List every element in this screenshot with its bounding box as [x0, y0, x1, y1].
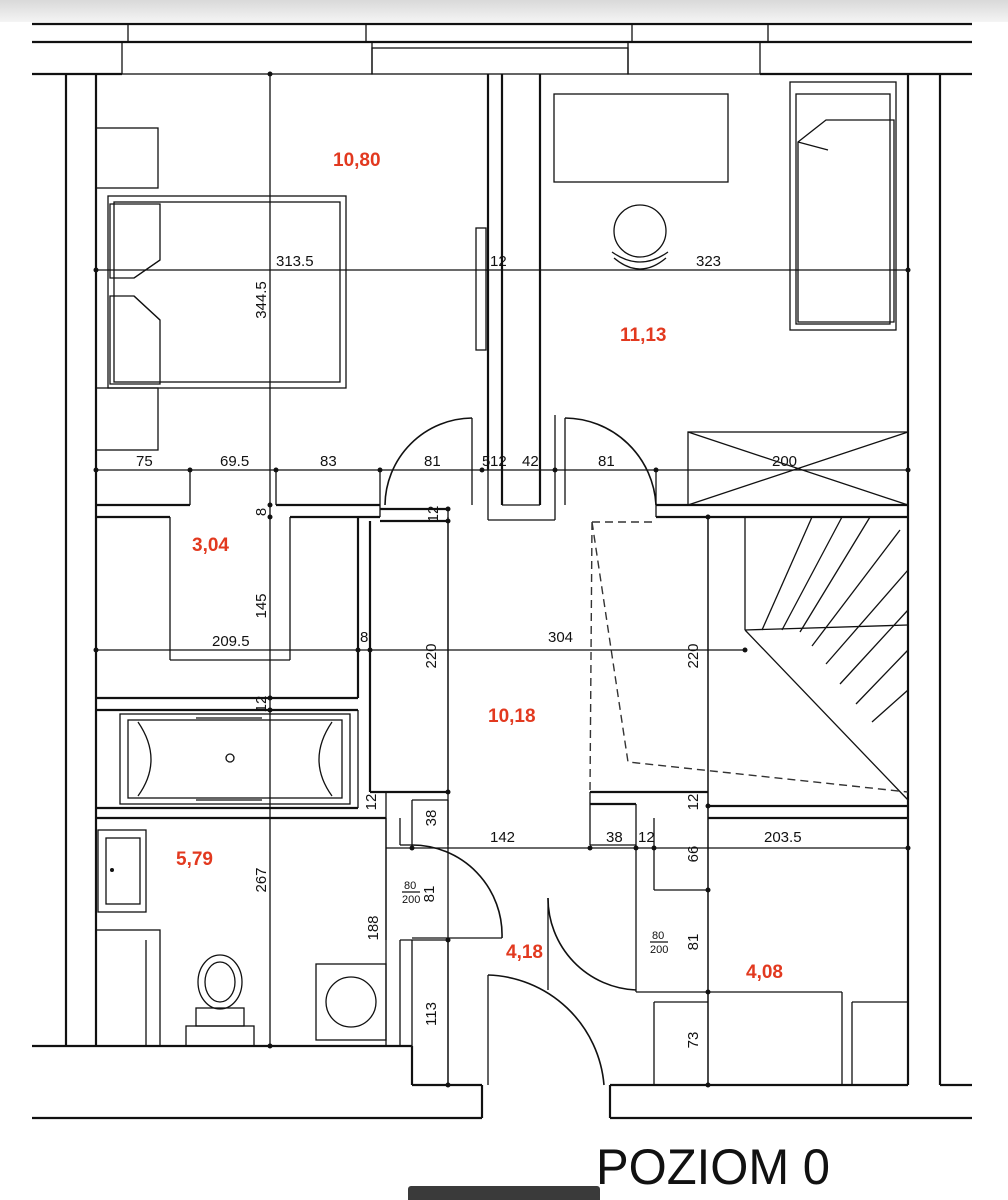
dim-12-g: 12: [685, 794, 702, 811]
dim-door1-81: 81: [421, 886, 438, 903]
area-bathroom: 5,79: [176, 849, 213, 870]
staircase: [589, 431, 909, 801]
dim-door2-frac-bottom: 200: [650, 944, 668, 956]
area-room: 11,13: [620, 325, 667, 346]
area-wc: 4,08: [746, 962, 783, 983]
dim-door1-frac-bottom: 200: [402, 894, 420, 906]
area-entry: 4,18: [506, 942, 543, 963]
dim-38-a: 38: [423, 810, 440, 827]
furniture: [95, 81, 897, 1047]
area-hall: 10,18: [488, 706, 536, 727]
dim-142: 142: [490, 829, 515, 846]
dim-209-5: 209.5: [212, 633, 250, 650]
room-area-labels: 10,80 11,13 3,04 10,18 5,79 4,18 4,08: [176, 150, 783, 983]
dim-8: 8: [253, 508, 270, 516]
doors: [384, 227, 657, 1086]
window-top-bar: [0, 0, 1008, 22]
dimension-labels: 313.5 344.5 12 323 75 69.5 83 81 5 12 42…: [136, 253, 802, 1048]
dim-12-d: 12: [253, 696, 270, 713]
dim-bedroom-width: 313.5: [276, 253, 314, 270]
dim-73: 73: [685, 1032, 702, 1049]
dim-wall-12: 12: [490, 253, 507, 270]
dim-66: 66: [685, 846, 702, 863]
dim-188: 188: [365, 915, 382, 940]
dim-12-e: 12: [363, 794, 380, 811]
area-closet: 3,04: [192, 535, 229, 556]
dim-113: 113: [423, 1002, 440, 1026]
dim-door2-81: 81: [685, 934, 702, 951]
dim-304: 304: [548, 629, 573, 646]
dim-75: 75: [136, 453, 153, 470]
dim-69-5: 69.5: [220, 453, 249, 470]
dim-220-right: 220: [685, 643, 702, 668]
dim-81-left: 81: [424, 453, 441, 470]
dim-12-c: 12: [425, 506, 442, 523]
dim-38-b: 38: [606, 829, 623, 846]
dim-8-b: 8: [360, 629, 368, 646]
level-title: POZIOM 0: [596, 1139, 830, 1195]
dim-200: 200: [772, 453, 797, 470]
dim-door2-frac-top: 80: [652, 930, 664, 942]
dim-267: 267: [253, 867, 270, 892]
dim-145: 145: [253, 593, 270, 618]
dim-door1-frac-top: 80: [404, 880, 416, 892]
dim-room2-width: 323: [696, 253, 721, 270]
dim-12-f: 12: [638, 829, 655, 846]
dim-42: 42: [522, 453, 539, 470]
bottom-toolbar[interactable]: [408, 1186, 600, 1200]
dim-12-b: 12: [490, 453, 507, 470]
area-bedroom: 10,80: [333, 150, 381, 171]
dim-5: 5: [482, 453, 490, 470]
dim-220-left: 220: [423, 643, 440, 668]
dim-203-5: 203.5: [764, 829, 802, 846]
dimension-lines: [93, 71, 911, 1088]
dim-bedroom-depth: 344.5: [253, 281, 270, 319]
dim-81-right: 81: [598, 453, 615, 470]
dim-83: 83: [320, 453, 337, 470]
